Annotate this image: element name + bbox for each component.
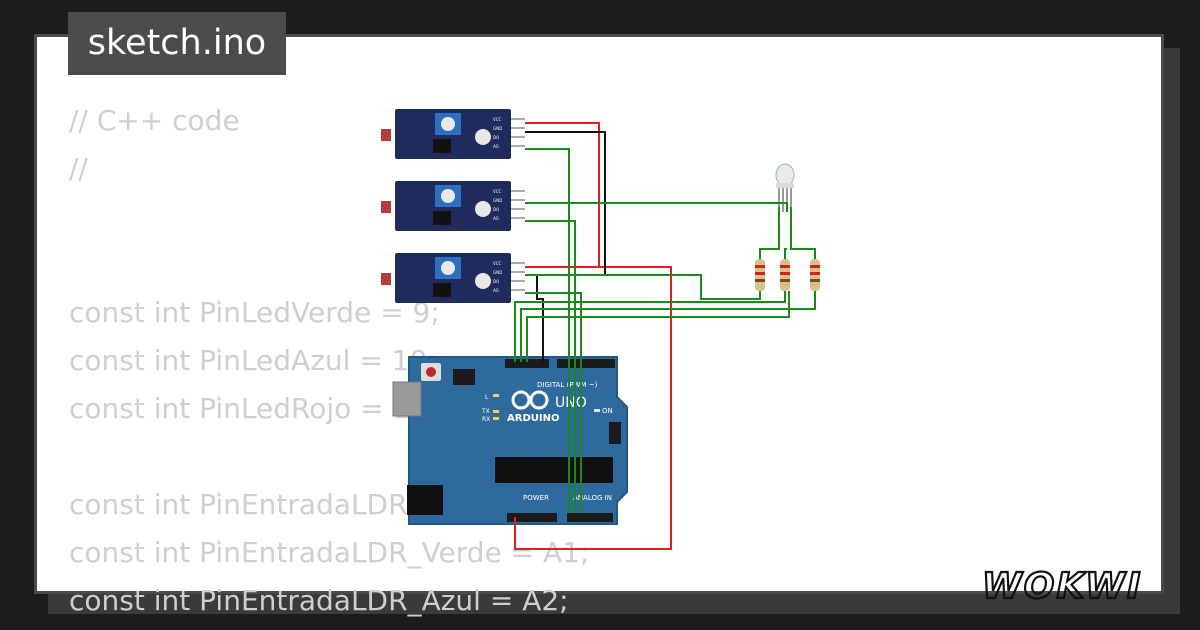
tx-led-label: TX	[481, 408, 490, 415]
code-line: const int PinLedVerde = 9;	[69, 296, 440, 329]
pin-label-vcc: VCC	[493, 117, 502, 122]
canvas-card: // C++ code // const int PinLedVerde = 9; c…	[34, 34, 1164, 617]
arduino-model-label: UNO	[555, 395, 587, 411]
code-line: //	[69, 152, 88, 185]
rx-led-label: RX	[482, 416, 490, 423]
code-line: const int PinLedAzul = 10;	[69, 344, 437, 377]
pin-label-do: DO	[493, 207, 499, 212]
pin-label-vcc: VCC	[493, 189, 502, 194]
wires-vcc	[514, 122, 672, 550]
atmega-chip	[495, 457, 613, 483]
digital-header-left	[505, 359, 549, 368]
power-header	[507, 513, 557, 522]
digital-header-right	[557, 359, 615, 368]
arduino-uno-board[interactable]: ARDUINO UNO DIGITAL (PWM ~) ANALOG IN PO…	[392, 356, 628, 525]
on-led-label: ON	[602, 407, 613, 415]
l-led-label: L	[485, 394, 489, 401]
wokwi-wordmark: WOKWI	[982, 566, 1142, 607]
file-tab[interactable]: sketch.ino	[68, 12, 286, 75]
pin-label-gnd: GND	[493, 126, 502, 131]
wokwi-logo-icon: WOKWI	[981, 565, 1142, 608]
power-jack	[407, 485, 443, 515]
icsp-header	[453, 369, 475, 385]
code-preview: // C++ code // const int PinLedVerde = 9; c…	[69, 97, 589, 625]
pin-label-ao: AO	[493, 144, 499, 149]
pin-label-ao: AO	[493, 216, 499, 221]
resistor-1[interactable]	[755, 259, 765, 291]
photoresistor-icon	[381, 273, 391, 285]
pin-label-gnd: GND	[493, 270, 502, 275]
arduino-logo-icon	[511, 390, 549, 410]
ldr-module-1[interactable]: VCC GND DO AO	[381, 109, 525, 159]
code-line: // C++ code	[69, 104, 240, 137]
ldr-module-3[interactable]: VCC GND DO AO	[381, 253, 525, 303]
circuit-diagram: ARDUINO UNO DIGITAL (PWM ~) ANALOG IN PO…	[381, 109, 820, 550]
power-pins-label: POWER	[523, 494, 549, 502]
photoresistor-icon	[381, 129, 391, 141]
code-line: const int PinEntradaLDR_Azul = A2;	[69, 584, 569, 617]
analog-pins-label: ANALOG IN	[573, 494, 612, 502]
pin-label-vcc: VCC	[493, 261, 502, 266]
rgb-led[interactable]	[775, 163, 795, 212]
photoresistor-icon	[381, 201, 391, 213]
wires-gnd	[525, 131, 606, 362]
digital-pins-label: DIGITAL (PWM ~)	[537, 381, 598, 389]
arduino-brand-label: ARDUINO	[507, 413, 559, 424]
code-line: const int PinEntradaLDR_Verde = A1;	[69, 536, 590, 569]
pin-label-gnd: GND	[493, 198, 502, 203]
resistor-2[interactable]	[780, 259, 790, 291]
pin-label-do: DO	[493, 279, 499, 284]
icsp2-header	[609, 422, 621, 444]
ldr-module-2[interactable]: VCC GND DO AO	[381, 181, 525, 231]
resistor-3[interactable]	[810, 259, 820, 291]
usb-port	[392, 381, 422, 417]
analog-header	[567, 513, 613, 522]
wires-signal	[514, 148, 816, 513]
pin-label-ao: AO	[493, 288, 499, 293]
pin-label-do: DO	[493, 135, 499, 140]
